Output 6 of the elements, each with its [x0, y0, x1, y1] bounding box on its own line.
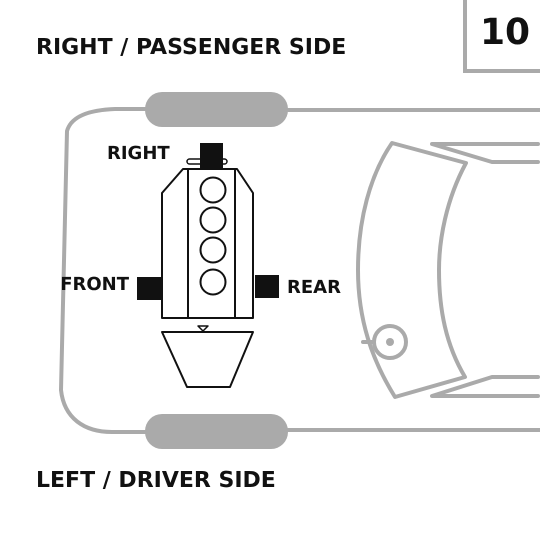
mount-label: REAR [287, 279, 341, 297]
mount-label: FRONT [60, 276, 129, 294]
mount-label: RIGHT [107, 145, 170, 163]
figure-number-box: 10 [463, 0, 540, 73]
side-label: LEFT / DRIVER SIDE [36, 470, 276, 492]
side-label: RIGHT / PASSENGER SIDE [36, 37, 346, 59]
